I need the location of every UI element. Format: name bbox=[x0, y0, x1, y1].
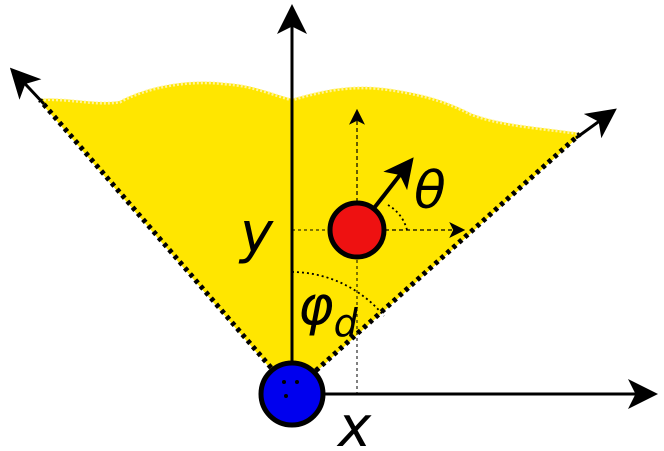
right-boundary-arrow bbox=[575, 108, 617, 140]
origin-dot-1 bbox=[282, 380, 286, 384]
target-agent bbox=[327, 200, 387, 260]
phi-symbol: φ bbox=[298, 274, 334, 337]
theta-angle-arc bbox=[387, 204, 408, 231]
left-boundary-arrow bbox=[9, 67, 46, 106]
x-axis-label: x bbox=[336, 395, 372, 451]
phi-angle-arc bbox=[291, 271, 385, 317]
y-axis-label: y bbox=[238, 201, 274, 266]
theta-label: θ bbox=[414, 161, 446, 221]
cone-left-boundary bbox=[38, 98, 294, 394]
field-of-view-region bbox=[37, 81, 583, 394]
phi-subscript: d bbox=[334, 301, 359, 345]
cone-right-boundary bbox=[290, 132, 582, 394]
phi-label: φd bbox=[298, 274, 359, 345]
origin-dot-2 bbox=[295, 380, 299, 384]
origin-dot-3 bbox=[284, 394, 288, 398]
origin-agent bbox=[258, 360, 326, 428]
